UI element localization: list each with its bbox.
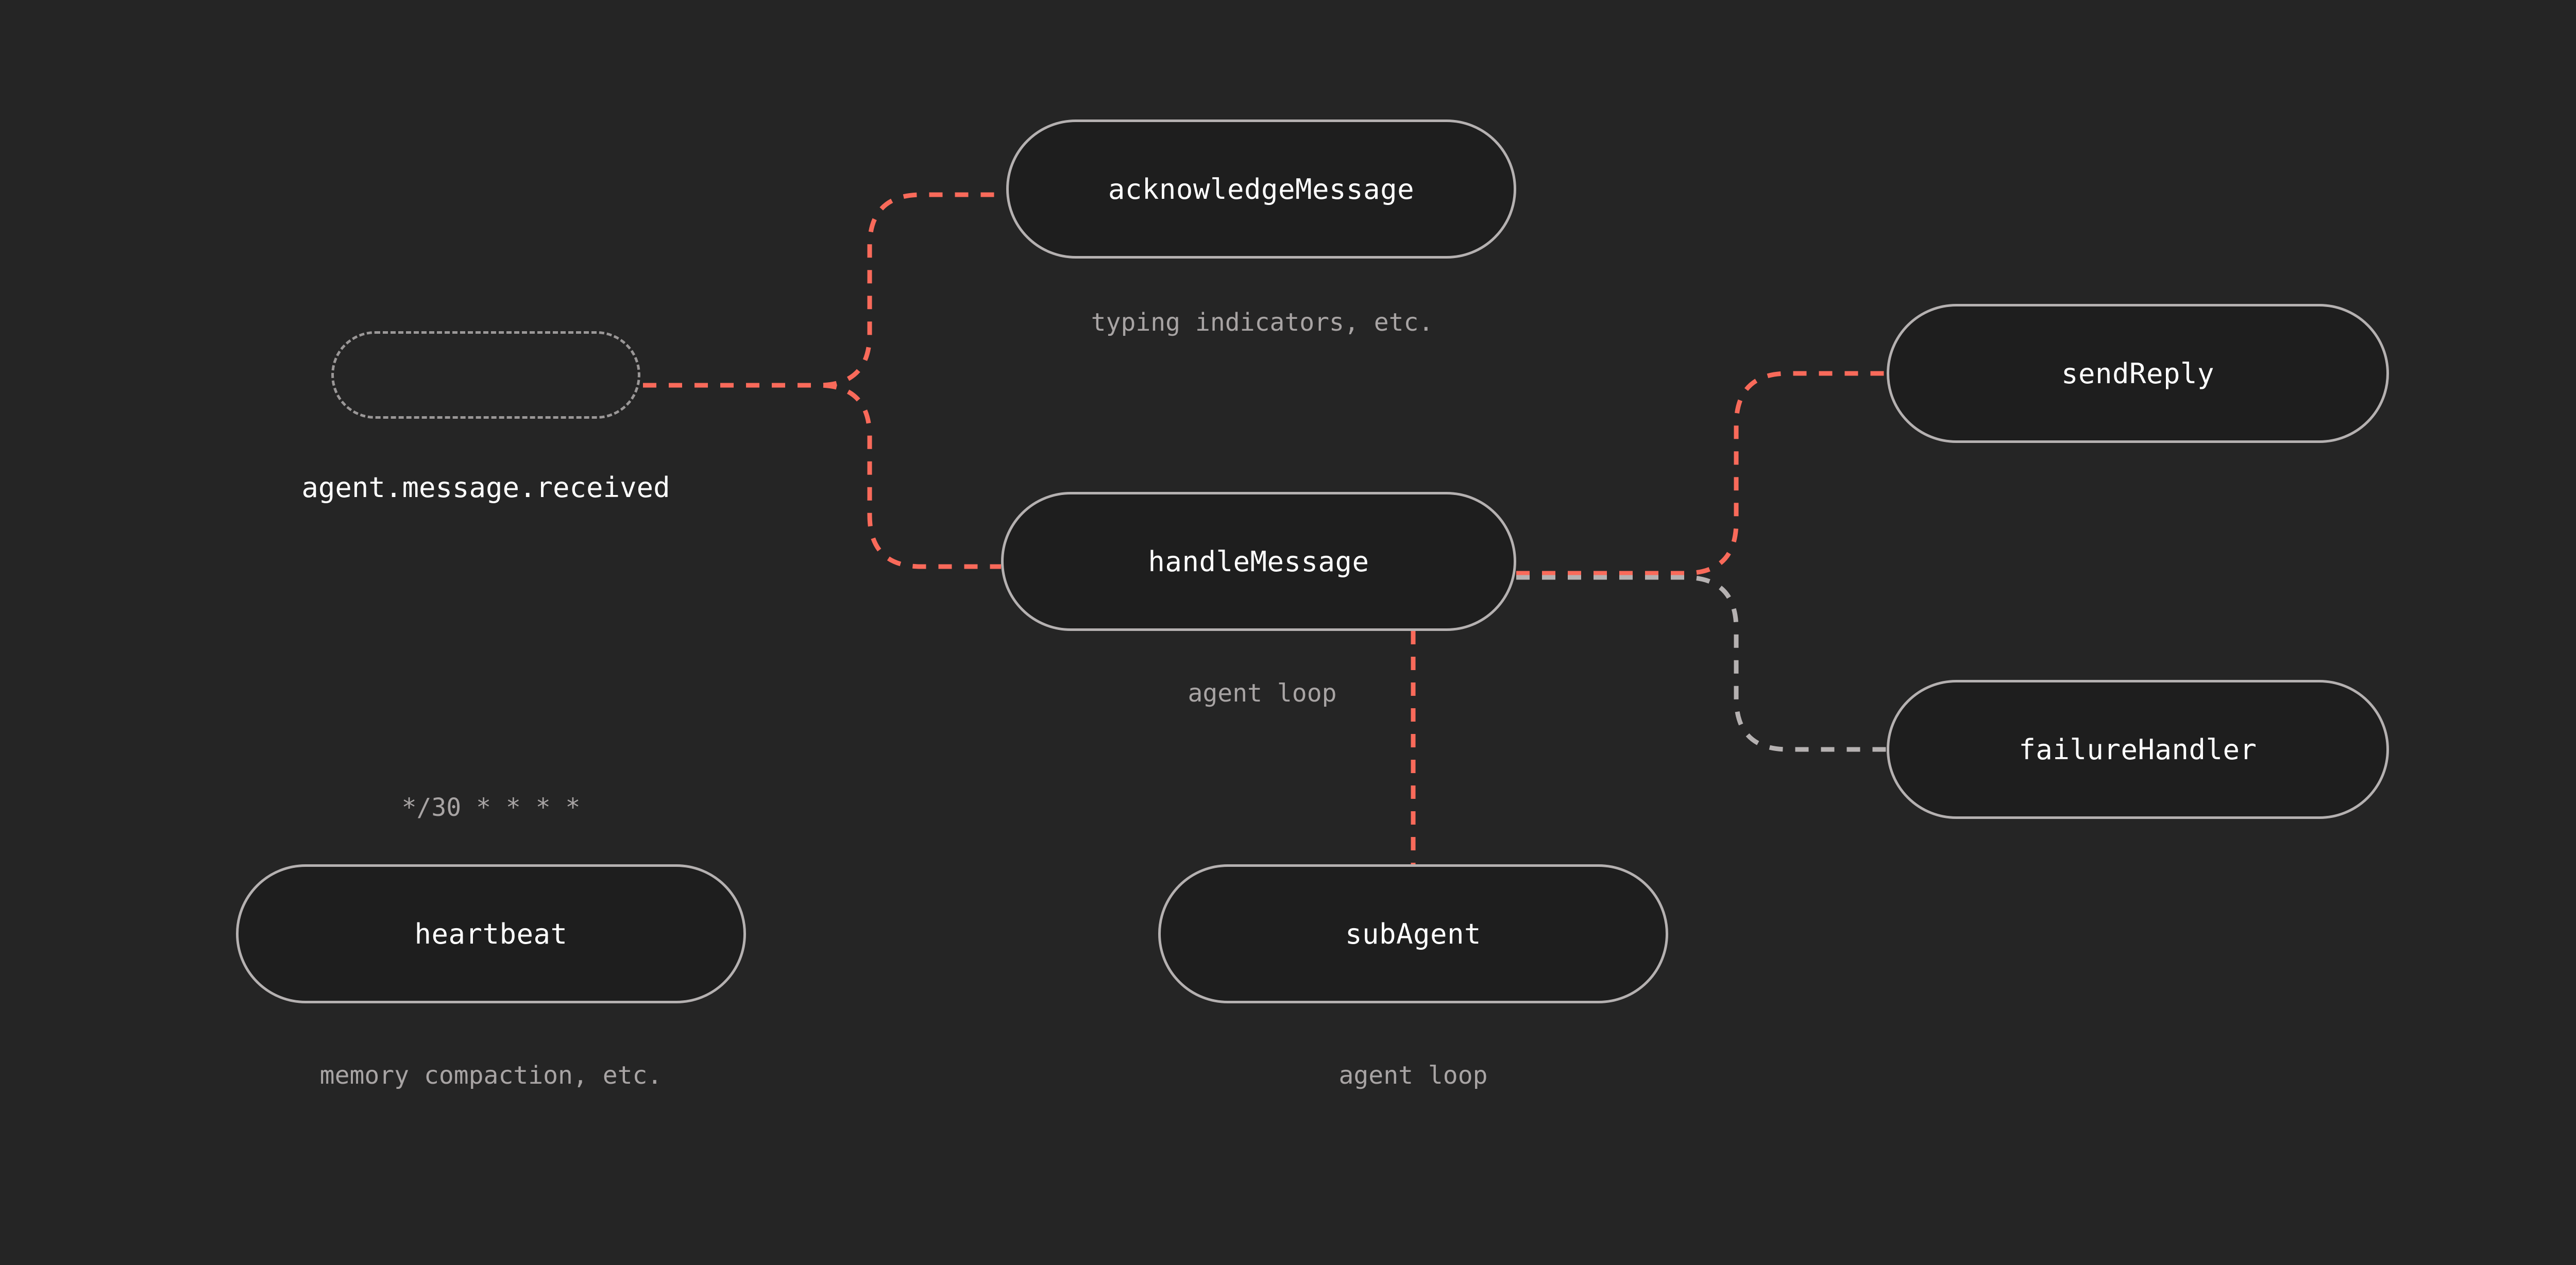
node-label-failureHandler: failureHandler	[2019, 733, 2257, 766]
node-label-sendReply: sendReply	[2061, 357, 2215, 390]
edge-trigger-to-handle[interactable]	[643, 383, 1001, 569]
node-sendReply[interactable]: sendReply	[1887, 304, 2389, 443]
node-failureHandler[interactable]: failureHandler	[1887, 680, 2389, 819]
node-trigger[interactable]	[331, 331, 640, 419]
edge-trigger-to-acknowledge[interactable]	[643, 192, 1006, 388]
caption-heartbeat-note: memory compaction, etc.	[319, 1061, 663, 1090]
caption-handle-note: agent loop	[1188, 679, 1337, 708]
edge-handle-to-sendreply[interactable]	[1516, 371, 1887, 576]
node-label-handleMessage: handleMessage	[1148, 545, 1369, 578]
node-heartbeat[interactable]: heartbeat	[236, 864, 746, 1003]
node-label-subAgent: subAgent	[1345, 917, 1482, 950]
caption-trigger-event: agent.message.received	[301, 471, 670, 504]
node-handleMessage[interactable]: handleMessage	[1001, 492, 1516, 631]
edge-handle-to-failurehandler[interactable]	[1516, 575, 1887, 752]
node-label-heartbeat: heartbeat	[414, 917, 568, 950]
node-subAgent[interactable]: subAgent	[1158, 864, 1668, 1003]
node-acknowledgeMessage[interactable]: acknowledgeMessage	[1006, 119, 1516, 259]
node-label-acknowledgeMessage: acknowledgeMessage	[1108, 173, 1415, 206]
caption-heartbeat-schedule: */30 * * * *	[401, 793, 581, 822]
caption-subagent-note: agent loop	[1338, 1061, 1488, 1090]
caption-acknowledge-note: typing indicators, etc.	[1091, 308, 1434, 337]
